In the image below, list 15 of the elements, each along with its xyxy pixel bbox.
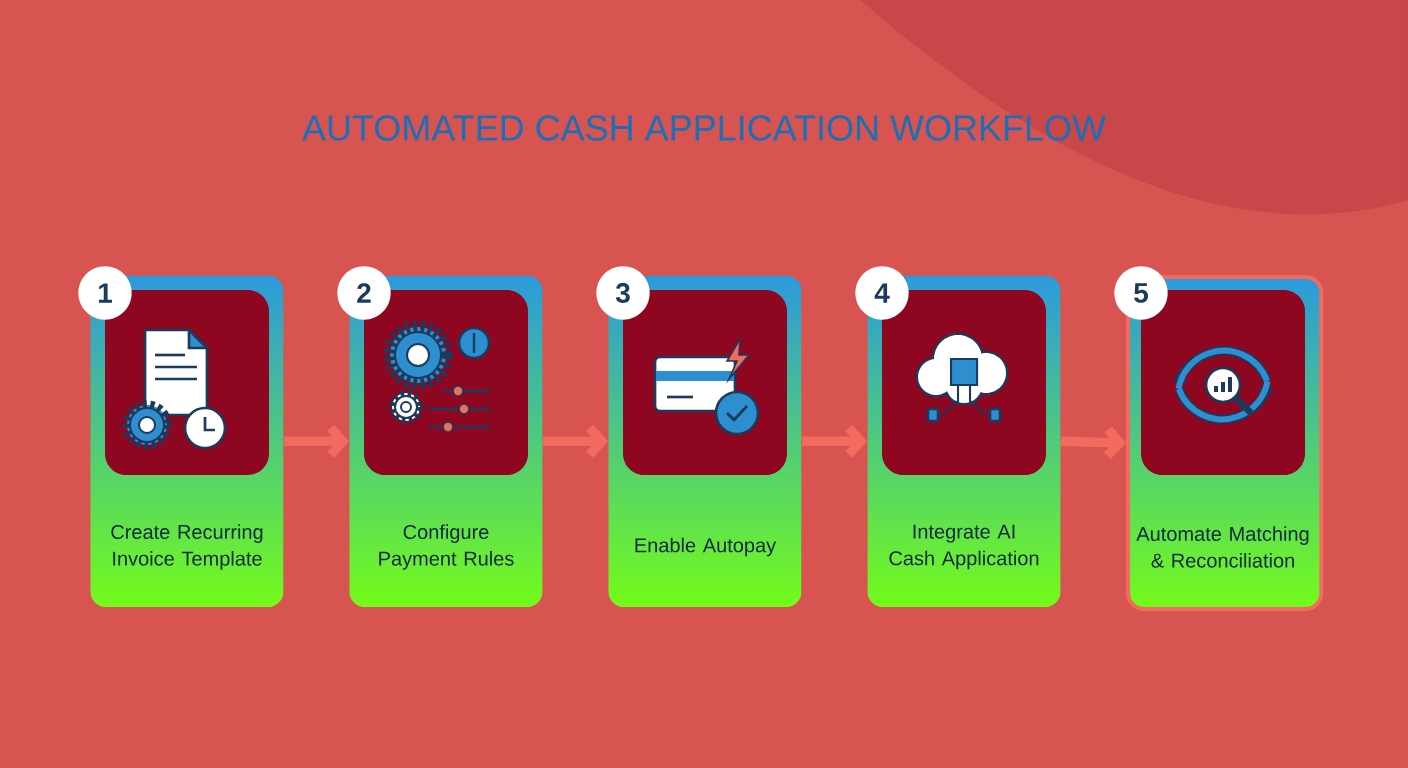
arrow [542,424,608,458]
step-label: Create Recurring Invoice Template [111,524,263,570]
title: AUTOMATED CASH APPLICATION WORKFLOW [302,115,1106,141]
step-number: 5 [1114,266,1168,320]
step-label: Integrate AI Cash Application [889,524,1039,570]
step-number: 4 [855,266,909,320]
step-label: Enable Autopay [635,537,777,557]
arrow [801,424,867,458]
step-number: 1 [78,266,132,320]
step-number: 3 [596,266,650,320]
step-label: Automate Matching & Reconciliation [1136,526,1309,568]
step-label: Configure Payment Rules [379,524,514,570]
arrow [1060,426,1126,460]
step-number: 2 [337,266,391,320]
arrow [283,424,349,458]
